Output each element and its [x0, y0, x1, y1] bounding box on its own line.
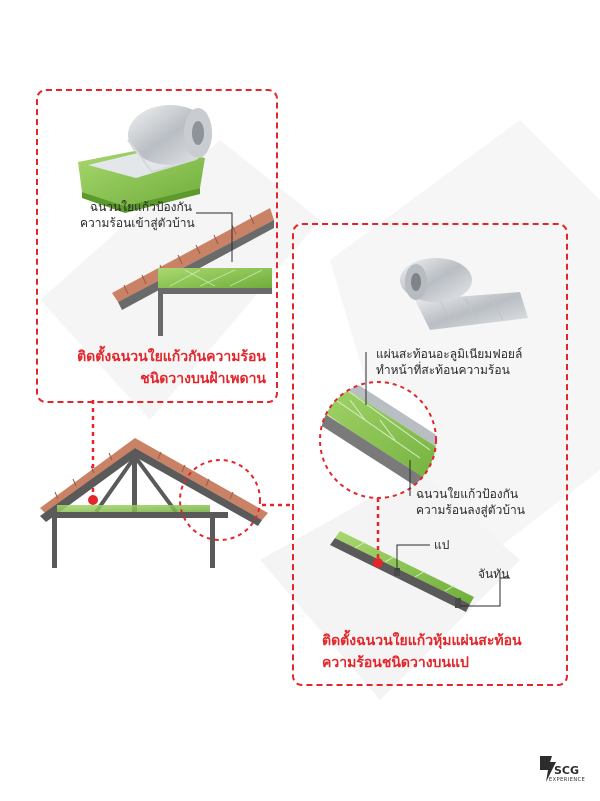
ceiling-insulation-title: ติดตั้งฉนวนใยแก้วกันความร้อน ชนิดวางบนฝ้… — [40, 346, 266, 390]
foil-callout: แผ่นสะท้อนอะลูมิเนียมฟอยล์ ทำหน้าที่สะท้… — [376, 346, 522, 378]
ceiling-insulation-panel — [36, 89, 278, 403]
insulation-roll-image — [78, 105, 212, 213]
ceiling-roof-detail — [112, 208, 274, 336]
purlin-marker-dot — [373, 558, 383, 568]
title-line-2: ชนิดวางบนฝ้าเพดาน — [140, 371, 266, 387]
bracket-label: จันทัน — [478, 567, 510, 581]
insulation-callout-line-2: ความร้อนลงสู่ตัวบ้าน — [416, 503, 525, 517]
insulation-callout-line-1: ฉนวนใยแก้วป้องกัน — [416, 487, 519, 501]
purlin-leader — [396, 544, 430, 570]
zoom-cross-section — [319, 381, 437, 499]
insulation-callout: ฉนวนใยแก้วป้องกัน ความร้อนลงสู่ตัวบ้าน — [416, 486, 525, 518]
purlin-insulation-title: ติดตั้งฉนวนใยแก้วหุ้มแผ่นสะท้อน ความร้อน… — [322, 630, 522, 674]
callout-line-1: ฉนวนใยแก้วป้องกัน — [89, 200, 192, 214]
foil-callout-line-1: แผ่นสะท้อนอะลูมิเนียมฟอยล์ — [376, 347, 523, 361]
foil-roll-image — [400, 258, 528, 330]
scg-logo-mark — [540, 756, 556, 782]
purlin-title-line-2: ความร้อนชนิดวางบนแป — [322, 655, 469, 671]
purlin-insulation-panel — [292, 223, 568, 686]
ceiling-callout-leader — [196, 212, 233, 262]
ceiling-marker-dot — [88, 495, 98, 505]
house-truss — [40, 438, 268, 568]
title-line-1: ติดตั้งฉนวนใยแก้วกันความร้อน — [77, 349, 266, 365]
foil-callout-line-2: ทำหน้าที่สะท้อนความร้อน — [376, 363, 510, 377]
logo-brand: SCG — [554, 764, 580, 777]
scg-experience-logo: SCG EXPERIENCE — [536, 752, 592, 788]
purlin-label: แป — [434, 538, 450, 552]
purlin-title-line-1: ติดตั้งฉนวนใยแก้วหุ้มแผ่นสะท้อน — [322, 633, 522, 649]
ceiling-insulation-callout: ฉนวนใยแก้วป้องกัน ความร้อนเข้าสู่ตัวบ้าน — [80, 199, 195, 231]
eaves-zoom-ring — [179, 459, 261, 541]
purlin-roof-detail — [330, 531, 474, 612]
callout-line-2: ความร้อนเข้าสู่ตัวบ้าน — [80, 216, 195, 230]
logo-tagline: EXPERIENCE — [549, 777, 586, 783]
bracket-leader — [460, 577, 510, 607]
